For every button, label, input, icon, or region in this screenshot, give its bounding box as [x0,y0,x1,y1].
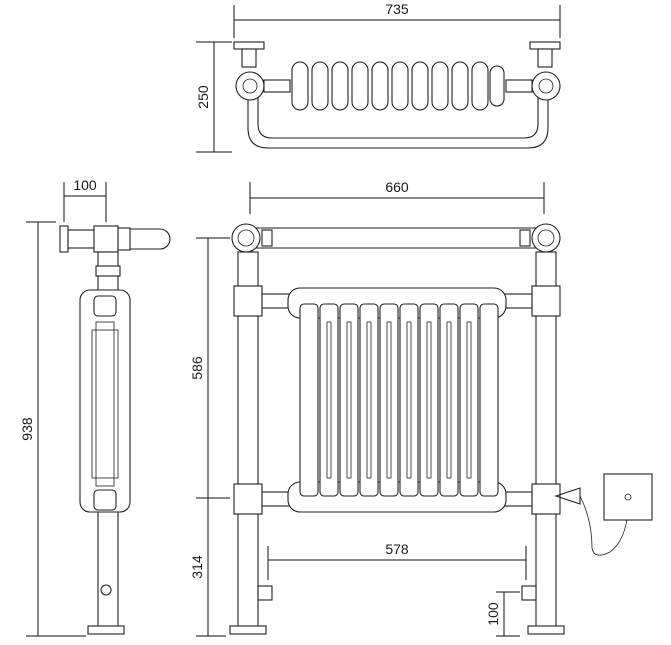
top-columns [291,61,505,111]
dimension-lines [26,5,561,637]
dimension-labels: 735 250 100 938 660 586 314 578 100 [19,1,501,626]
dim-label-938: 938 [19,417,35,441]
front-columns [299,303,499,497]
dim-label-100-bottom: 100 [485,602,501,626]
dim-label-578: 578 [385,541,409,557]
top-plan-view [233,41,561,149]
dim-label-660: 660 [385,179,409,195]
dim-label-100-side: 100 [73,177,97,193]
dim-label-250: 250 [195,85,211,109]
dim-label-586: 586 [189,356,205,380]
side-view [59,225,171,635]
front-view [229,223,653,635]
dim-label-735: 735 [385,1,409,17]
dim-label-314: 314 [189,555,205,579]
